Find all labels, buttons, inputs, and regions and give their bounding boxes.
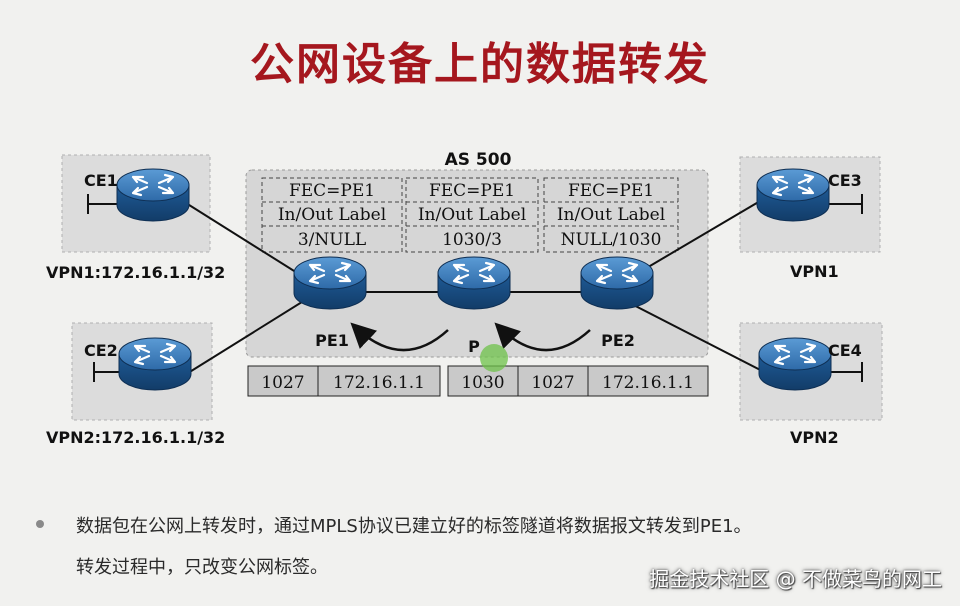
- routers: [116, 168, 832, 391]
- watermark: 掘金技术社区 @ 不做菜鸟的网工: [649, 567, 942, 591]
- fec-header: In/Out Label: [557, 205, 665, 225]
- fec-label: FEC=PE1: [289, 181, 375, 201]
- fec-table-pe1: FEC=PE1 In/Out Label 3/NULL: [261, 177, 403, 253]
- packet-inner-label: 1027: [531, 373, 574, 393]
- vpn-label-ce1: VPN1:172.16.1.1/32: [46, 263, 225, 282]
- fec-table-pe2: FEC=PE1 In/Out Label NULL/1030: [543, 177, 679, 253]
- p-router-icon: [437, 256, 511, 310]
- packet-ip: 172.16.1.1: [602, 373, 694, 393]
- fec-label: FEC=PE1: [568, 181, 654, 201]
- vpn-label-ce4: VPN2: [790, 428, 839, 447]
- packet-right: 1030 1027 172.16.1.1: [447, 365, 709, 397]
- fec-label: FEC=PE1: [429, 181, 515, 201]
- forward-arrow-p-to-pe1: [350, 322, 449, 352]
- cursor-highlight: [480, 344, 508, 372]
- bullet-dot: [36, 520, 44, 528]
- ce1-router-icon: [116, 168, 190, 222]
- ce2-router-icon: [118, 337, 192, 391]
- ce1-label: CE1: [84, 171, 118, 190]
- vpn-label-ce2: VPN2:172.16.1.1/32: [46, 428, 225, 447]
- fec-value: 1030/3: [442, 230, 502, 250]
- forward-arrow-pe2-to-p: [494, 322, 591, 352]
- fec-header: In/Out Label: [418, 205, 526, 225]
- link-ce2-pe1: [179, 291, 319, 379]
- packet-outer-label: 1030: [461, 373, 504, 393]
- as-label: AS 500: [445, 150, 512, 170]
- packet-ip: 172.16.1.1: [333, 373, 425, 393]
- link-pe2-ce4: [615, 295, 777, 379]
- packet-left: 1027 172.16.1.1: [247, 365, 441, 397]
- vpn-label-ce3: VPN1: [790, 262, 839, 281]
- ce3-router-icon: [756, 168, 830, 222]
- pe2-router-icon: [580, 256, 654, 310]
- bullet-text-1: 数据包在公网上转发时，通过MPLS协议已建立好的标签隧道将数据报文转发到PE1。: [76, 516, 752, 537]
- pe1-label: PE1: [315, 331, 349, 350]
- page-title: 公网设备上的数据转发: [250, 39, 710, 90]
- mpls-diagram: AS 500 FEC=PE1 In/Out Label 3/NULL FEC=P…: [46, 150, 883, 447]
- access-stubs: [87, 194, 863, 382]
- fec-header: In/Out Label: [278, 205, 386, 225]
- bullet-text-2: 转发过程中，只改变公网标签。: [76, 557, 328, 578]
- ce4-router-icon: [758, 337, 832, 391]
- ce2-label: CE2: [84, 341, 118, 360]
- ce3-label: CE3: [828, 171, 862, 190]
- fec-table-p: FEC=PE1 In/Out Label 1030/3: [405, 177, 539, 253]
- ce4-label: CE4: [828, 341, 862, 360]
- packet-label: 1027: [261, 373, 304, 393]
- fec-value: NULL/1030: [561, 230, 662, 250]
- pe1-router-icon: [293, 256, 367, 310]
- p-label: P: [468, 337, 480, 356]
- fec-value: 3/NULL: [298, 230, 366, 250]
- pe2-label: PE2: [601, 331, 635, 350]
